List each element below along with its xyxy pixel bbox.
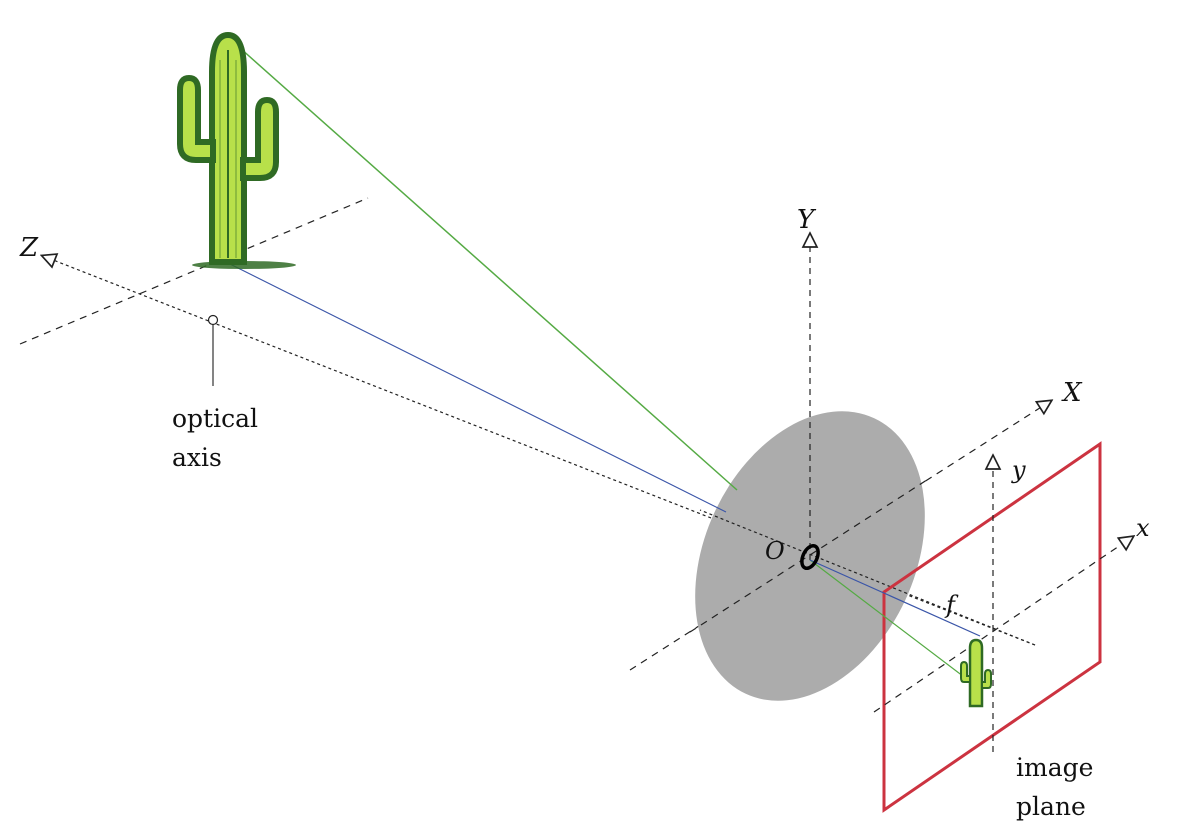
origin-script-label: O: [765, 537, 785, 565]
axis-x-world-label: X: [1061, 378, 1083, 408]
focal-length-label: f: [944, 591, 959, 619]
axis-z-label: Z: [19, 233, 39, 263]
image-plane: [882, 441, 1102, 813]
image-plane-label-line1: image: [1016, 753, 1093, 782]
image-plane-label-line2: plane: [1016, 792, 1086, 821]
x-axis-over-lens: [689, 477, 931, 633]
optical-axis-label-line1: optical: [172, 404, 258, 433]
blue-ray-image: [809, 559, 981, 637]
object-plane-line: [19, 197, 369, 345]
optical-axis-over-lens: [699, 509, 1036, 646]
cactus-icon: [177, 31, 296, 269]
origin-marker: [800, 543, 820, 571]
axis-y-image-label: y: [1011, 456, 1026, 484]
optical-axis-marker: [207, 314, 219, 326]
axis-y-world-label: Y: [797, 205, 817, 235]
blue-ray-object: [229, 263, 727, 513]
axis-x-image-label: x: [1136, 514, 1150, 542]
green-ray-object: [239, 47, 738, 491]
optical-axis-label-line2: axis: [172, 443, 222, 472]
green-ray-image: [809, 559, 977, 687]
small-cactus-icon: [960, 638, 992, 708]
